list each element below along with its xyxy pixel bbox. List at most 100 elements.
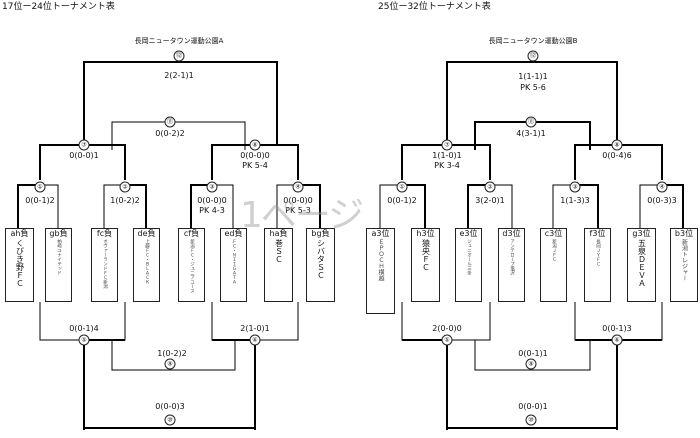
team-code: e3位 <box>459 229 478 238</box>
team-name: オヴァーランドＦＣ新潟 <box>102 239 108 289</box>
right-r1-1-score: 0(0-1)2 <box>387 196 417 205</box>
right-r1-3-score: 1(1-3)3 <box>560 196 590 205</box>
right-final-pk: PK 5-6 <box>520 83 546 92</box>
team-name: シバタＳＣ <box>316 239 326 279</box>
left-lower-mid-number: ⑨ <box>164 358 176 370</box>
team-card: bg負 シバタＳＣ <box>306 228 335 302</box>
left-third-number: ⑪ <box>164 116 176 128</box>
team-code: h3位 <box>416 229 435 238</box>
right-lower-mid-score: 0(0-1)1 <box>518 349 548 358</box>
team-name: アンテロープ塩沢 <box>509 239 515 275</box>
team-card: ha負 巻ＳＣ <box>264 228 293 302</box>
left-third-score: 0(0-2)2 <box>155 129 185 138</box>
right-semi1-score: 1(1-0)1 <box>432 151 462 160</box>
left-r1-4-pk: PK 5-3 <box>285 206 311 215</box>
left-lower2-number: ⑥ <box>249 334 261 346</box>
left-lower1-number: ⑤ <box>78 334 90 346</box>
right-r1-2-number: ② <box>484 181 496 193</box>
team-code: ah負 <box>10 229 29 238</box>
team-code: gb負 <box>49 229 68 238</box>
team-code: cf負 <box>183 229 200 238</box>
right-lower1-number: ⑤ <box>441 334 453 346</box>
team-name: ＥＰＯＣＨ横越 <box>377 239 384 281</box>
left-r1-3-score: 0(0-0)0 <box>197 196 227 205</box>
right-r1-4-score: 0(0-3)3 <box>647 196 677 205</box>
team-name: 新潟トレジャー <box>680 239 688 281</box>
left-semi1-number: ⑦ <box>78 139 90 151</box>
team-card: h3位 猿央ＦＣ <box>411 228 440 302</box>
left-r1-1-score: 0(0-1)2 <box>25 196 55 205</box>
left-bracket-heading: 17位ー24位トーナメント表 <box>2 2 115 12</box>
right-lower2-score: 0(0-1)3 <box>602 324 632 333</box>
left-r1-1-number: ① <box>34 181 46 193</box>
left-r1-2-score: 1(0-2)2 <box>110 196 140 205</box>
left-final-number: ⑫ <box>173 50 185 62</box>
left-semi2-score: 0(0-0)0 <box>240 151 270 160</box>
team-name: 新潟ＪＦＣ <box>551 239 557 262</box>
right-venue: 長岡ニュータウン運動公園B <box>488 37 578 45</box>
team-name: ＦＣ・ＮＩＩＧＡＴＡ <box>231 239 237 284</box>
left-r1-3-pk: PK 4-3 <box>199 206 225 215</box>
right-final-number: ⑫ <box>527 50 539 62</box>
team-name: くびき野ＦＣ <box>15 239 25 287</box>
left-lower1-score: 0(0-1)4 <box>69 324 99 333</box>
team-name: 巻ＳＣ <box>274 239 284 263</box>
left-r1-4-score: 0(0-0)0 <box>283 196 313 205</box>
left-lower-final-score: 0(0-0)3 <box>155 402 185 411</box>
right-lower2-number: ⑥ <box>611 334 623 346</box>
left-final-score: 2(2-1)1 <box>164 71 194 80</box>
right-semi1-number: ⑦ <box>441 139 453 151</box>
right-r1-3-number: ③ <box>569 181 581 193</box>
left-lower-final-number: ⑩ <box>164 414 176 426</box>
team-card: g3位 五泉ＤＥＶＡ <box>627 228 656 302</box>
right-final-score: 1(1-1)1 <box>518 72 548 81</box>
left-semi1-score: 0(0-0)1 <box>69 151 99 160</box>
left-r1-2-number: ② <box>119 181 131 193</box>
team-card: cf負 新潟ＦＣ・ジュニアユース <box>178 228 205 302</box>
right-third-number: ⑪ <box>525 116 537 128</box>
team-code: a3位 <box>371 229 390 238</box>
right-lower-final-number: ⑩ <box>525 414 537 426</box>
right-lower1-score: 2(0-0)0 <box>432 324 462 333</box>
team-code: g3位 <box>632 229 651 238</box>
left-semi2-pk: PK 5-4 <box>242 161 268 170</box>
team-card: ed負 ＦＣ・ＮＩＩＧＡＴＡ <box>220 228 247 302</box>
right-third-score: 4(3-1)1 <box>516 129 546 138</box>
left-semi2-number: ⑧ <box>249 139 261 151</box>
team-code: ha負 <box>269 229 288 238</box>
right-lower-mid-number: ⑨ <box>525 358 537 370</box>
team-card: a3位 ＥＰＯＣＨ横越 <box>366 228 395 314</box>
right-r1-4-number: ④ <box>656 181 668 193</box>
left-lower2-score: 2(1-0)1 <box>240 324 270 333</box>
team-name: 上越ＦＣ・ＢＬＡＣＫ <box>144 239 150 284</box>
right-semi2-number: ⑧ <box>611 139 623 151</box>
team-name: 新潟ＦＣ・ジュニアユース <box>189 239 195 293</box>
team-name: ジュニオール三条 <box>466 239 472 275</box>
team-card: ah負 くびき野ＦＣ <box>5 228 34 302</box>
team-card: b3位 新潟トレジャー <box>670 228 698 302</box>
team-code: bg負 <box>311 229 330 238</box>
team-code: d3位 <box>502 229 521 238</box>
team-card: c3位 新潟ＪＦＣ <box>540 228 567 302</box>
right-lower-final-score: 0(0-0)1 <box>518 402 548 411</box>
right-semi2-score: 0(0-4)6 <box>602 151 632 160</box>
team-name: 五泉ＤＥＶＡ <box>637 239 647 287</box>
team-name: 柏崎ユナイテッド <box>56 239 62 275</box>
left-r1-4-number: ④ <box>292 181 304 193</box>
left-lower-mid-score: 1(0-2)2 <box>157 349 187 358</box>
team-card: gb負 柏崎ユナイテッド <box>45 228 72 302</box>
right-r1-2-score: 3(2-0)1 <box>475 196 505 205</box>
team-code: b3位 <box>674 229 694 238</box>
team-code: c3位 <box>544 229 563 238</box>
team-card: de負 上越ＦＣ・ＢＬＡＣＫ <box>133 228 160 302</box>
team-card: fc負 オヴァーランドＦＣ新潟 <box>91 228 118 302</box>
right-r1-1-number: ① <box>396 181 408 193</box>
team-name: 長岡ＪＹＦＣ <box>595 239 601 266</box>
left-venue: 長岡ニュータウン運動公園A <box>134 37 224 45</box>
team-card: e3位 ジュニオール三条 <box>455 228 482 302</box>
team-code: f3位 <box>589 229 606 238</box>
team-card: d3位 アンテロープ塩沢 <box>498 228 525 302</box>
team-code: ed負 <box>224 229 243 238</box>
left-r1-3-number: ③ <box>206 181 218 193</box>
